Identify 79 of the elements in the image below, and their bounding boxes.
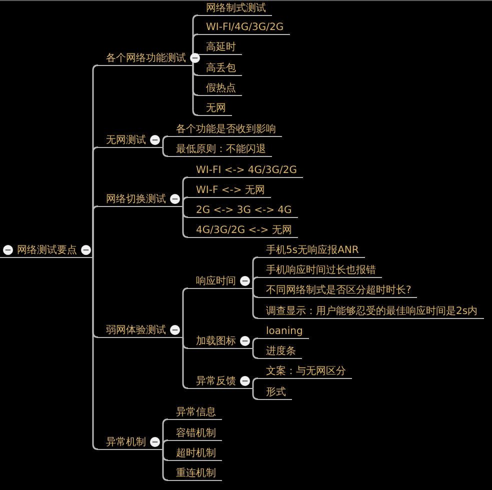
topic-label: 形式 — [266, 386, 286, 398]
topic-label: 调查显示：用户能够忍受的最佳响应时间是2s内 — [266, 304, 478, 318]
topic-label: 高延时 — [206, 40, 236, 54]
topic-label: WI-FI <-> 4G/3G/2G — [196, 164, 297, 176]
connector-line — [252, 338, 259, 348]
topic-label: 最低原则：不能闪退 — [176, 142, 266, 156]
mind-map-topic — [0, 243, 93, 258]
mind-map-topic — [258, 243, 365, 258]
mind-map-topic — [168, 405, 222, 420]
mind-map-topic — [258, 364, 352, 379]
mind-map-topic — [188, 183, 271, 198]
connector-line — [162, 136, 169, 148]
topic-label: 假热点 — [206, 82, 236, 94]
mind-map-topic — [198, 40, 242, 55]
topic-label: 不同网络制式是否区分超时时长? — [266, 284, 412, 296]
topic-label: 2G <-> 3G <-> 4G — [196, 204, 292, 216]
topic-label: 网络制式测试 — [206, 2, 266, 14]
topic-label: 无网 — [206, 102, 226, 114]
topic-label: 重连机制 — [176, 466, 216, 480]
mind-map-topic — [258, 385, 292, 400]
mind-map-topic — [188, 223, 298, 238]
mind-map-topic — [188, 374, 253, 389]
mind-map-topic — [188, 274, 253, 289]
mind-map-topic — [258, 263, 382, 278]
connector-line — [252, 276, 259, 288]
topic-label: 网络切换测试 — [106, 192, 166, 206]
topic-label: 4G/3G/2G <-> 无网 — [196, 224, 292, 236]
mind-map-topic — [258, 324, 309, 339]
topic-label: 异常反馈 — [196, 374, 236, 388]
mind-map-topic — [168, 426, 222, 441]
topic-label: loaning — [266, 324, 303, 338]
connector-line — [162, 147, 169, 157]
connector-line — [182, 206, 189, 238]
topic-label: WI-F <-> 无网 — [196, 184, 265, 196]
connector-line — [182, 196, 189, 206]
mind-map-topic — [188, 203, 298, 218]
mind-map-topic — [188, 334, 253, 349]
topic-label: 异常信息 — [176, 406, 216, 418]
topic-label: 手机5s无响应报ANR — [266, 244, 359, 256]
mind-map-topic — [98, 133, 163, 148]
topic-label: 异常机制 — [106, 436, 146, 448]
mind-map-topic — [198, 20, 290, 35]
mind-map-topic — [168, 122, 282, 137]
topic-label: 无网测试 — [106, 134, 146, 146]
mind-map-topic — [258, 344, 302, 359]
topic-label: 手机响应时间过长也报错 — [266, 264, 376, 276]
connector-line — [252, 348, 259, 359]
topic-label: 加载图标 — [196, 334, 236, 348]
topic-label: 超时机制 — [176, 446, 216, 460]
topic-label: 响应时间 — [196, 274, 236, 288]
topic-label: 网络测试要点 — [17, 244, 77, 256]
mind-map-topic — [98, 435, 163, 450]
connector-line — [192, 65, 199, 116]
mind-map-topic — [188, 163, 303, 178]
mind-map-topic — [98, 192, 183, 207]
connector-line — [252, 288, 259, 319]
connector-line — [92, 206, 99, 258]
mind-map-topic — [98, 323, 183, 338]
mind-map-topic — [258, 304, 484, 319]
mind-map-topic — [198, 61, 242, 76]
topic-label: 高丢包 — [206, 62, 236, 74]
mind-map-topic — [258, 283, 418, 298]
topic-label: 文案：与无网区分 — [266, 364, 346, 378]
mind-map-topic — [198, 1, 272, 16]
mind-map-topic — [168, 446, 222, 461]
topic-label: 进度条 — [266, 344, 296, 358]
topic-label: 弱网体验测试 — [106, 324, 166, 336]
mind-map-topic — [168, 142, 272, 157]
connector-line — [252, 378, 259, 388]
topic-label: 各个网络功能测试 — [106, 52, 186, 64]
connector-line — [162, 440, 169, 450]
connector-line — [252, 388, 259, 400]
topic-label: 容错机制 — [176, 426, 216, 440]
mind-map-topic — [198, 81, 242, 96]
connector-line — [162, 449, 169, 481]
mind-map-topic — [168, 466, 222, 481]
topic-label: WI-FI/4G/3G/2G — [206, 20, 284, 34]
mind-map-topic — [198, 101, 232, 116]
topic-label: 各个功能是否收到影响 — [176, 122, 276, 136]
